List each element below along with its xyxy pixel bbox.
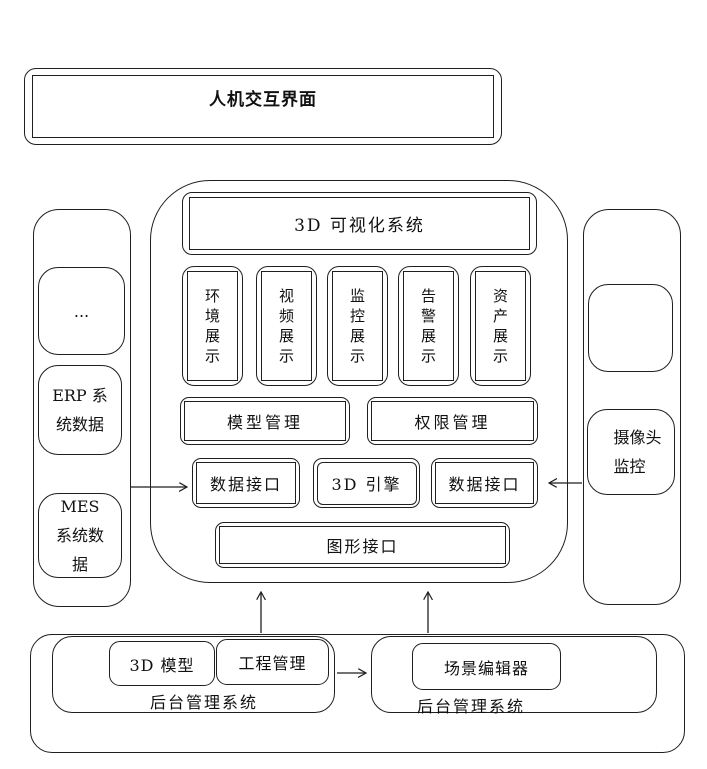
display-module-label: 告警展示 — [421, 287, 437, 365]
display-module-video: 视频展示 — [256, 266, 317, 386]
data-interface-label: 数据接口 — [209, 475, 282, 494]
engine-box: 3D 引擎 — [313, 458, 420, 508]
project-management-label: 工程管理 — [238, 654, 307, 673]
permission-management-box: 权限管理 — [367, 397, 538, 445]
engine-label: 3D 引擎 — [331, 475, 402, 494]
data-interface-label: 数据接口 — [448, 475, 521, 494]
display-module-label: 监控展示 — [350, 287, 366, 365]
display-module-alarm: 告警展示 — [398, 266, 459, 386]
display-module-env: 环境展示 — [182, 266, 243, 386]
other-data-box: ... — [38, 267, 125, 355]
data-interface-left-box: 数据接口 — [192, 458, 300, 508]
display-module-asset: 资产展示 — [470, 266, 531, 386]
data-interface-right-box: 数据接口 — [431, 458, 538, 508]
erp-data-box: ERP 系统数据 — [38, 365, 122, 455]
graphics-interface-label: 图形接口 — [326, 537, 399, 556]
scene-editor-label: 场景编辑器 — [443, 658, 529, 678]
camera-monitor-label: 摄像头监控 — [613, 428, 662, 476]
camera-monitor-box: 摄像头监控 — [587, 409, 675, 495]
graphics-interface-box: 图形接口 — [215, 522, 510, 568]
core-title-box: 3D 可视化系统 — [182, 192, 537, 255]
hmi-banner: 人机交互界面 — [24, 68, 502, 145]
permission-management-label: 权限管理 — [414, 413, 491, 432]
display-module-monitor: 监控展示 — [327, 266, 388, 386]
display-module-label: 资产展示 — [493, 287, 509, 365]
project-management-box: 工程管理 — [216, 639, 329, 685]
model-3d-label: 3D 模型 — [129, 655, 195, 675]
camera-empty-box — [588, 284, 673, 372]
backend-group-1-label: 后台管理系统 — [150, 693, 259, 712]
display-module-label: 视频展示 — [279, 287, 295, 365]
display-module-label: 环境展示 — [205, 287, 221, 365]
mes-data-label: MES 系统数据 — [55, 497, 104, 574]
model-management-label: 模型管理 — [226, 413, 303, 432]
hmi-banner-label: 人机交互界面 — [32, 75, 494, 138]
other-data-label: ... — [73, 301, 90, 321]
backend-group-2-label: 后台管理系统 — [417, 697, 526, 716]
mes-data-box: MES 系统数据 — [38, 493, 122, 578]
model-management-box: 模型管理 — [180, 397, 350, 445]
core-title-label: 3D 可视化系统 — [294, 216, 425, 236]
model-3d-box: 3D 模型 — [109, 641, 215, 686]
erp-data-label: ERP 系统数据 — [52, 386, 108, 434]
scene-editor-box: 场景编辑器 — [412, 643, 561, 690]
right-camera-panel — [583, 209, 681, 605]
